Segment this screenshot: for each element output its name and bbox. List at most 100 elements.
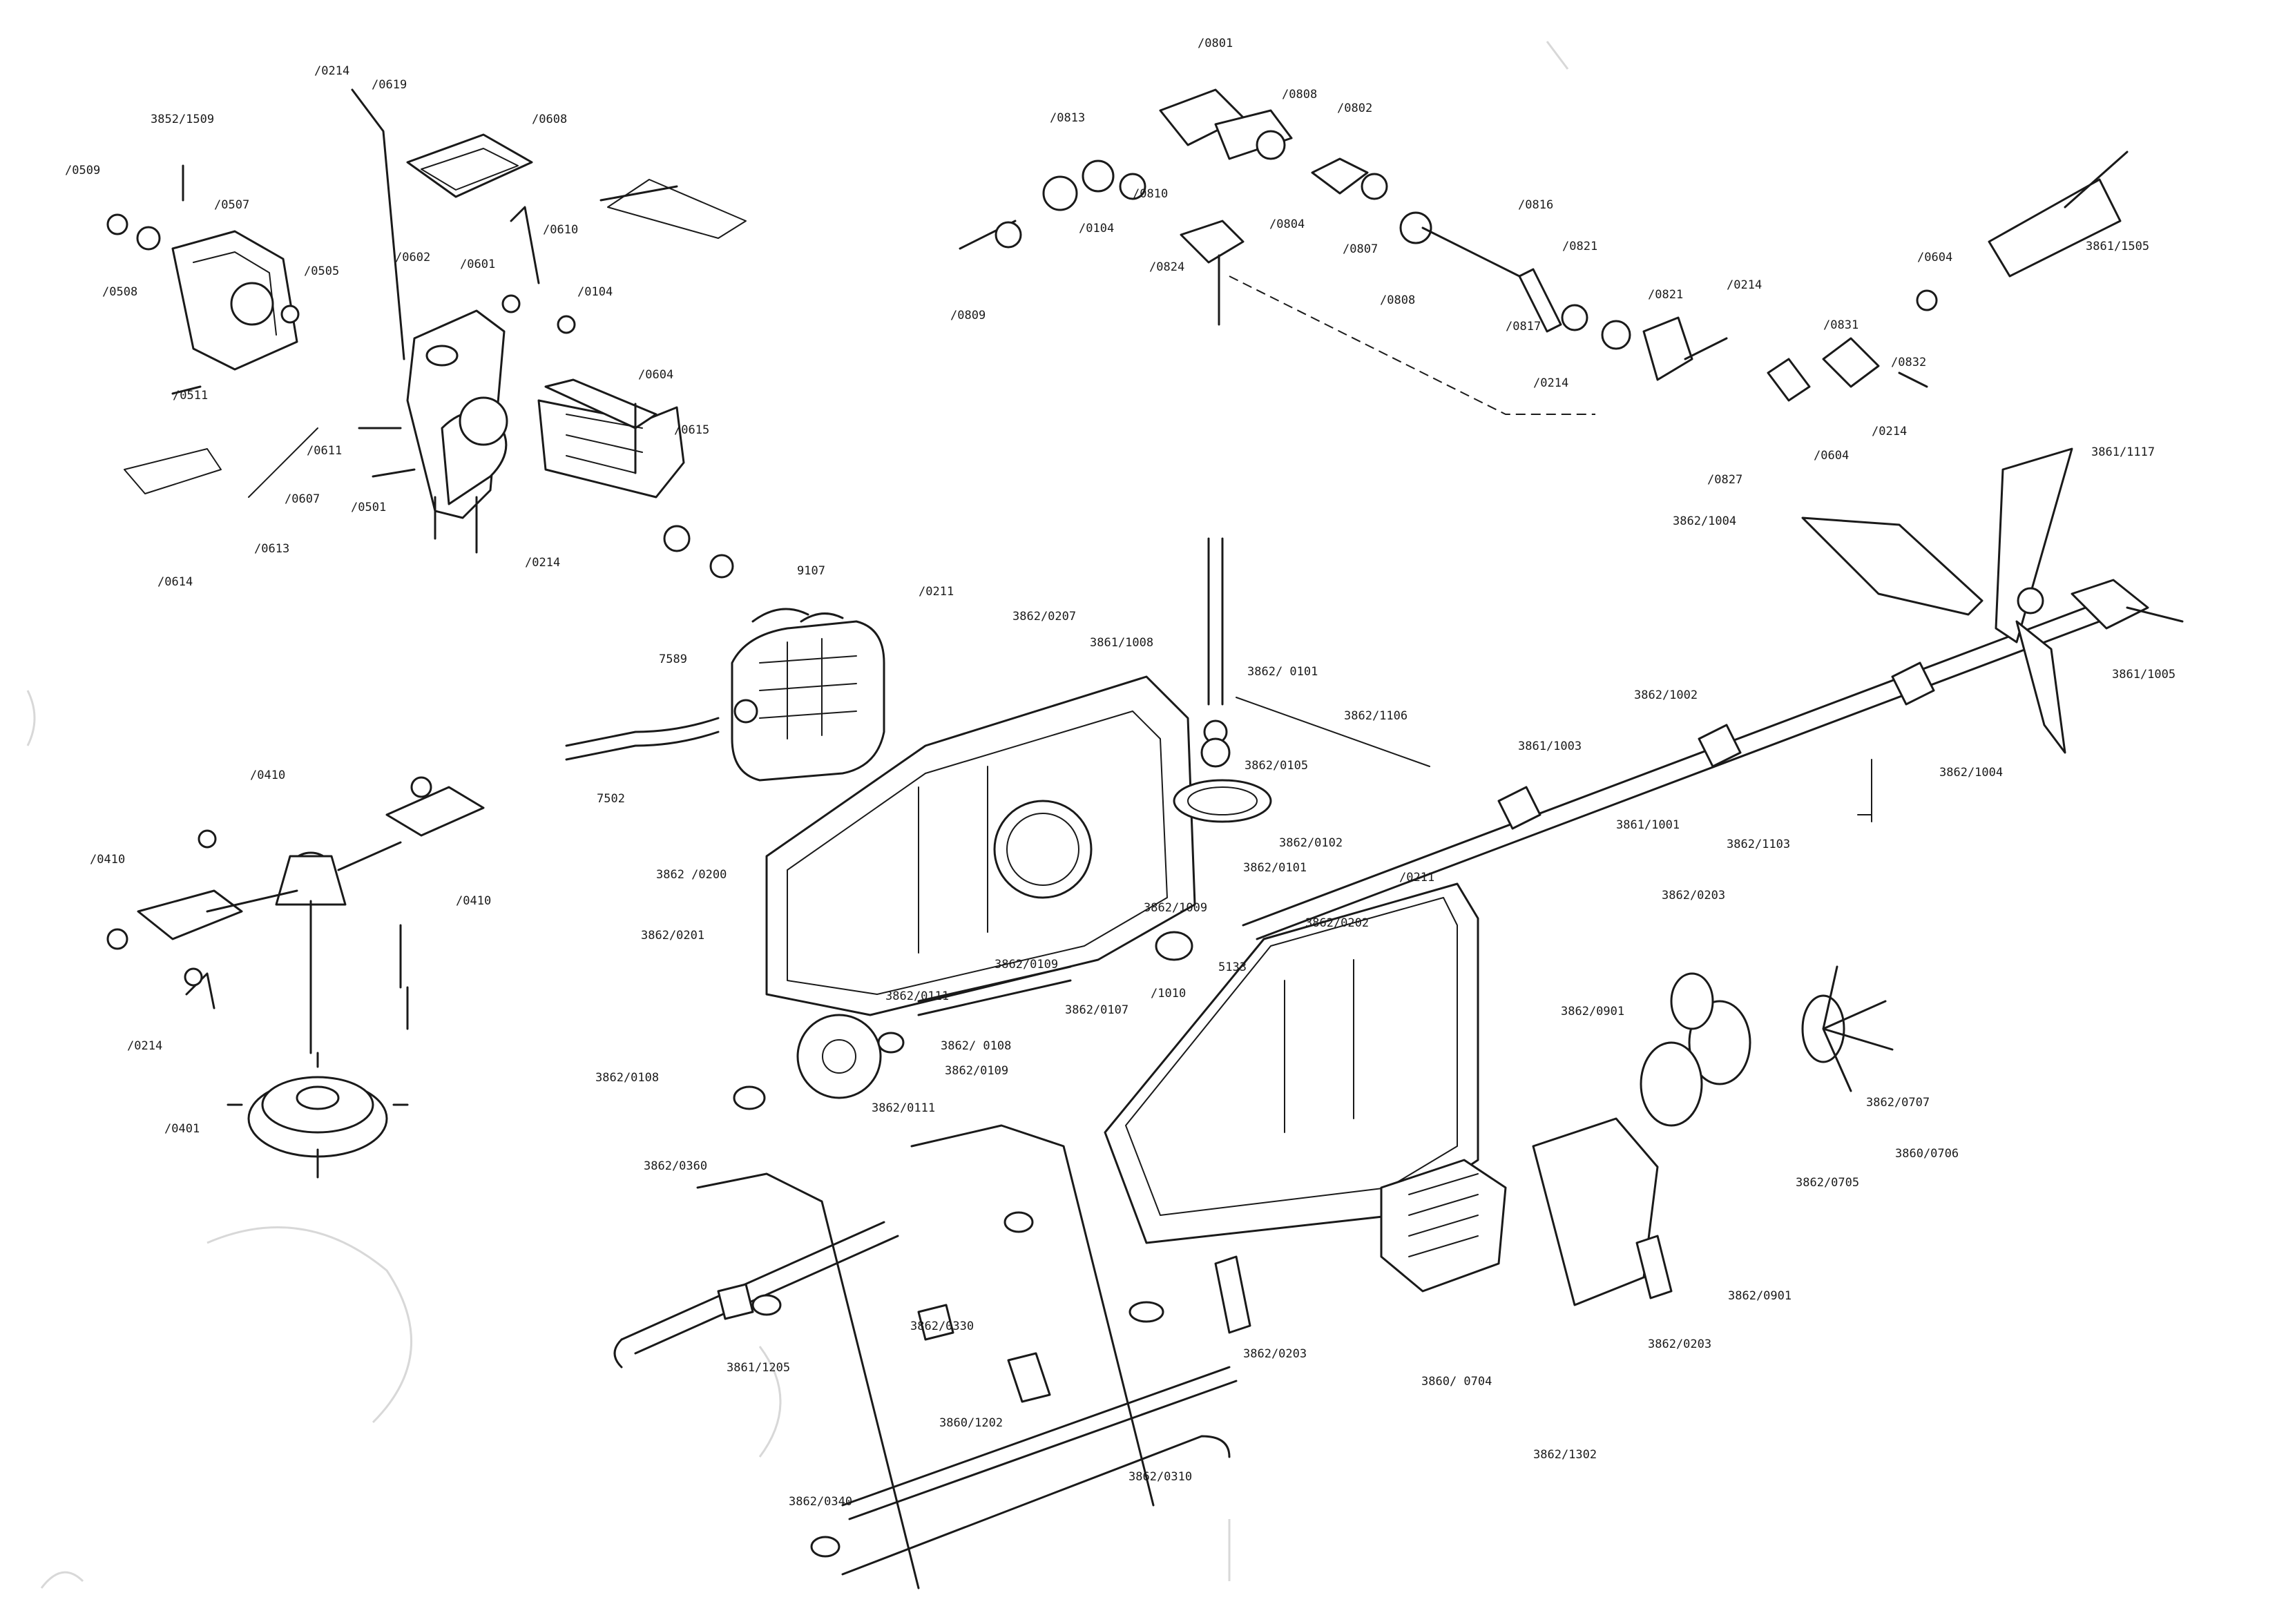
part-label: /0613 — [254, 542, 289, 556]
part-label: /0410 — [456, 894, 491, 908]
part-label: 3862/1009 — [1144, 901, 1207, 915]
part-label: /0511 — [173, 389, 208, 403]
part-label: /0508 — [102, 285, 137, 299]
part-label: 3862/0101 — [1243, 861, 1307, 875]
part-label: 3862/0207 — [1012, 610, 1076, 624]
part-label: /0214 — [314, 64, 349, 78]
part-label: /0808 — [1380, 293, 1415, 307]
main-frame-drawing — [565, 447, 2184, 1306]
part-label: /0615 — [674, 423, 709, 437]
part-label: 3862/0360 — [644, 1159, 707, 1173]
part-label: /0810 — [1133, 187, 1168, 201]
rotor-hub-drawing — [106, 776, 485, 1179]
part-label: 3852/1509 — [151, 113, 214, 126]
part-label: 3862/0109 — [945, 1064, 1008, 1078]
part-label: /0604 — [638, 368, 673, 382]
part-label: /0509 — [65, 164, 100, 177]
part-label: 3862/0203 — [1243, 1347, 1307, 1361]
part-label: /0104 — [577, 285, 613, 299]
part-label: /0214 — [1872, 425, 1907, 438]
part-label: /0604 — [1814, 449, 1849, 463]
part-label: 3862/0108 — [595, 1071, 659, 1085]
part-label: /0104 — [1079, 222, 1114, 235]
part-label: /0801 — [1198, 37, 1233, 50]
part-label: /0604 — [1917, 251, 1952, 264]
part-label: 7502 — [597, 792, 625, 806]
part-label: /0607 — [285, 492, 320, 506]
part-label: 7589 — [659, 652, 687, 666]
part-label: /0807 — [1343, 242, 1378, 256]
background-bleed-marks — [26, 41, 1569, 1589]
part-label: /0608 — [532, 113, 567, 126]
part-label: 3862/0111 — [885, 989, 949, 1003]
part-label: 3862/0107 — [1065, 1003, 1128, 1017]
part-label: /0602 — [395, 251, 430, 264]
part-label: 3862/1002 — [1634, 688, 1698, 702]
part-label: /0827 — [1707, 473, 1742, 487]
part-label: 3861/1117 — [2091, 445, 2155, 459]
landing-gear-drawing — [613, 1124, 1673, 1589]
part-label: /0507 — [214, 198, 249, 212]
part-label: 3861/1205 — [727, 1361, 790, 1375]
part-label: 3861/1505 — [2086, 240, 2149, 253]
part-label: /0214 — [1727, 278, 1762, 292]
part-label: /0211 — [1399, 871, 1434, 884]
part-label: 3861/1001 — [1616, 818, 1680, 832]
part-label: /0802 — [1337, 102, 1372, 115]
rotor-head-drawing — [959, 88, 2129, 415]
part-label: /0410 — [90, 853, 125, 867]
part-label: 3862/0901 — [1728, 1289, 1792, 1303]
part-label: /0619 — [372, 78, 407, 92]
part-label: 3862/0340 — [789, 1495, 852, 1509]
part-label: 3862/0102 — [1279, 836, 1343, 850]
part-label: /1010 — [1151, 987, 1186, 1000]
part-label: /0211 — [919, 585, 954, 599]
part-label: 3860/0706 — [1895, 1147, 1959, 1161]
part-label: 3862/0901 — [1561, 1005, 1624, 1018]
part-label: /0813 — [1050, 111, 1085, 125]
part-label: 3862/1103 — [1727, 838, 1790, 851]
part-label: 3862/ 0101 — [1247, 665, 1318, 679]
part-label: 3861/1003 — [1518, 740, 1582, 753]
part-label: /0505 — [304, 264, 339, 278]
part-label: /0832 — [1891, 356, 1926, 369]
part-label: /0601 — [460, 258, 495, 271]
part-callouts: /0214/0619 3852/1509/0608/0509/0507/0610 /… — [65, 37, 2175, 1509]
part-label: 3862/0105 — [1245, 759, 1308, 773]
part-label: 3862/0203 — [1648, 1337, 1711, 1351]
part-label: 3862/0201 — [641, 929, 704, 942]
part-label: 3861/1008 — [1090, 636, 1153, 650]
part-label: /0809 — [950, 309, 986, 322]
part-label: 3862/1004 — [1939, 766, 2003, 780]
part-label: /0804 — [1269, 218, 1305, 231]
part-label: /0214 — [525, 556, 560, 570]
part-label: 3862/ 0108 — [941, 1039, 1011, 1053]
part-label: 3862/0111 — [872, 1101, 935, 1115]
part-label: /0824 — [1149, 260, 1184, 274]
part-label: /0501 — [351, 501, 386, 514]
part-label: 3862/0203 — [1662, 889, 1725, 902]
part-label: 3862/0705 — [1796, 1176, 1859, 1190]
part-label: /0214 — [127, 1039, 162, 1053]
part-label: /0821 — [1562, 240, 1597, 253]
part-label: /0821 — [1648, 288, 1683, 302]
part-label: 3860/ 0704 — [1421, 1375, 1492, 1389]
part-label: 3862/1302 — [1533, 1448, 1597, 1462]
part-label: /0610 — [543, 223, 578, 237]
part-label: /0614 — [157, 575, 193, 589]
part-label: 9107 — [797, 564, 825, 578]
part-label: 3862/0109 — [995, 958, 1058, 972]
part-label: /0410 — [250, 768, 285, 782]
part-label: 3862/0330 — [910, 1320, 974, 1333]
part-label: /0831 — [1823, 318, 1858, 332]
part-label: /0401 — [164, 1122, 200, 1136]
part-label: 3862/0310 — [1128, 1470, 1192, 1484]
part-label: 3862/0202 — [1305, 916, 1369, 930]
part-label: 3862/1004 — [1673, 514, 1736, 528]
part-label: 3862 /0200 — [656, 868, 727, 882]
part-label: /0808 — [1282, 88, 1317, 102]
mixer-assembly-drawing — [106, 88, 747, 579]
part-label: 3860/1202 — [939, 1416, 1003, 1430]
part-label: 3862/0707 — [1866, 1096, 1930, 1110]
